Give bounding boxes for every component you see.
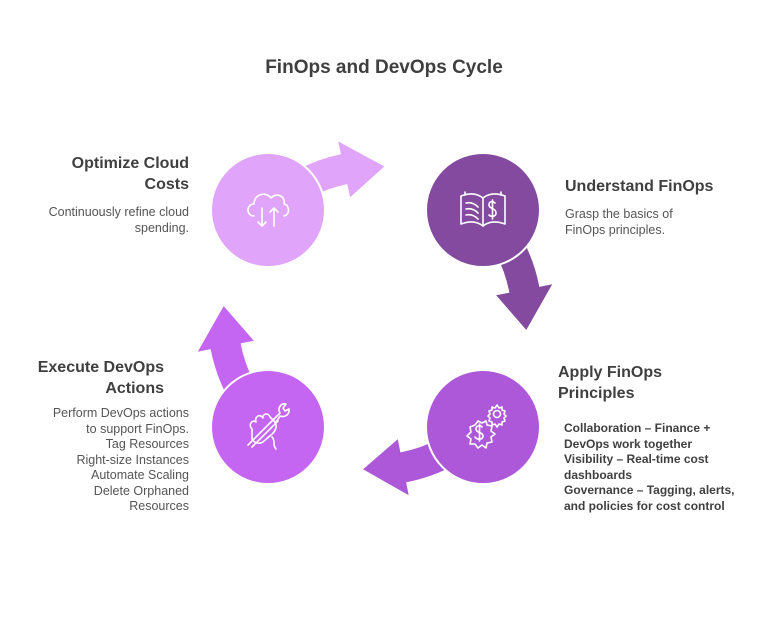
step-apply-heading: Apply FinOps Principles [558, 364, 662, 402]
step-apply-text: Apply FinOps Principles Collaboration – … [558, 362, 763, 514]
finance-book-icon [460, 191, 506, 227]
step-optimize-description: Continuously refine cloud spending. [48, 205, 189, 235]
step-node-apply [425, 369, 541, 485]
step-node-execute [210, 369, 326, 485]
step-execute-description: Perform DevOps actions to support FinOps… [52, 406, 189, 513]
step-circle-optimize [210, 152, 326, 268]
step-execute-heading: Execute DevOps Actions [37, 359, 164, 397]
step-apply-description: Collaboration – Finance + DevOps work to… [564, 421, 735, 513]
step-node-optimize [210, 152, 326, 268]
step-execute-text: Execute DevOps Actions [28, 357, 164, 399]
step-node-understand [425, 152, 541, 268]
diagram-title: FinOps and DevOps Cycle [265, 57, 503, 78]
cloud-transfer-icon [247, 193, 290, 227]
step-circle-apply [425, 369, 541, 485]
step-circle-execute [210, 369, 326, 485]
step-optimize-heading: Optimize Cloud Costs [71, 155, 189, 193]
step-understand-text: Understand FinOps Grasp the basics of Fi… [565, 176, 755, 238]
step-execute-description-block: Perform DevOps actions to support FinOps… [28, 406, 189, 515]
step-optimize-text: Optimize Cloud Costs Continuously refine… [28, 153, 189, 236]
dollar-gears-icon [466, 404, 507, 449]
step-understand-description: Grasp the basics of FinOps principles. [565, 207, 673, 237]
step-understand-heading: Understand FinOps [565, 178, 714, 195]
hand-wrench-icon [247, 403, 290, 450]
